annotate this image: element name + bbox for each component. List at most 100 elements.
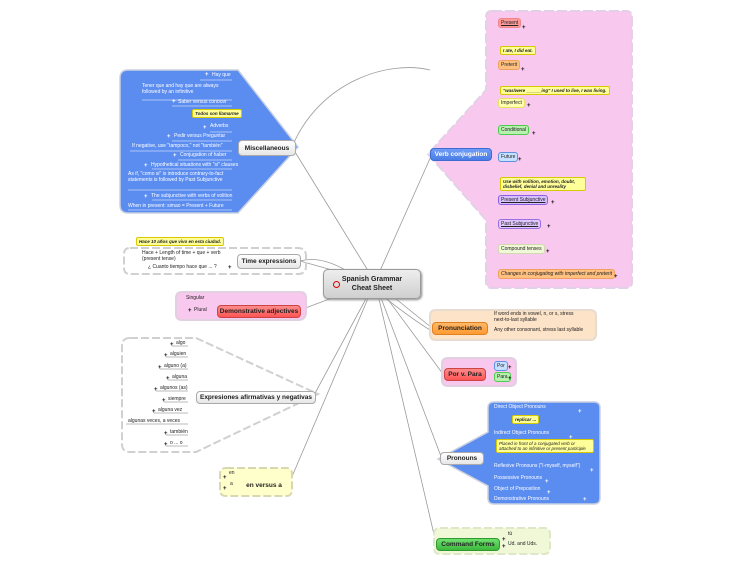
misc-item-simao[interactable]: When in present: simao = Present + Futur… [128,203,224,209]
expresiones-item[interactable]: algunos (as) [160,385,188,391]
expresiones-item[interactable]: alguna [172,374,188,380]
expresiones-item[interactable]: o ... o [170,440,183,446]
misc-item-pedir-preguntar[interactable]: Pedir versus Preguntar [174,133,226,139]
para-item[interactable]: Para [494,372,511,382]
expresiones-item[interactable]: alguno (a) [164,363,187,369]
expand-icon[interactable]: + [502,537,506,543]
misc-item-adverbs[interactable]: Adverbs [210,123,229,129]
a-item[interactable]: a [230,481,233,487]
time-note: Hace 10 años que vivo en esta ciudad. [136,237,225,247]
expand-icon[interactable]: + [203,125,207,131]
expand-icon[interactable]: + [205,72,209,78]
command-item-ud[interactable]: Ud. and Uds. [508,541,538,547]
expand-icon[interactable]: + [578,409,582,415]
pronouns-indirect-object[interactable]: Indirect Object Pronouns [494,430,550,436]
expand-icon[interactable]: + [551,200,555,206]
expand-icon[interactable]: + [545,479,549,485]
time-item-hace[interactable]: Hace + Length of time + que + verb (pres… [142,250,221,262]
expresiones-item[interactable]: algunas veces, a veces [128,418,180,424]
expand-icon[interactable]: + [228,265,232,271]
expresiones-item[interactable]: alguna vez [158,407,183,413]
misc-item-como-si[interactable]: As if, "como si" is introduce contrary-t… [128,171,224,183]
expand-icon[interactable]: + [188,308,192,314]
expand-icon[interactable]: + [508,365,512,371]
expand-icon[interactable]: + [518,157,522,163]
demonstrative-plural[interactable]: Plural [194,307,207,313]
expand-icon[interactable]: + [521,67,525,73]
en-item[interactable]: en [229,470,235,476]
verb-conjugation-node[interactable]: Verb conjugation [430,148,492,161]
command-item-tu[interactable]: tú [508,531,513,537]
verb-preterit[interactable]: Preterit [498,60,521,70]
pronouns-possessive[interactable]: Possessive Pronouns [494,475,543,481]
misc-item-si-clauses[interactable]: Hypothetical situations with "si" clause… [151,162,239,168]
verb-past-subjunctive[interactable]: Past Subjunctive [498,219,542,229]
time-expressions-node[interactable]: Time expressions [237,254,301,269]
expresiones-item[interactable]: siempre [168,396,186,402]
pronouns-node[interactable]: Pronouns [440,452,484,465]
verb-compound-tenses[interactable]: Compound tenses [498,244,545,254]
central-topic[interactable]: Spanish Grammar Cheat Sheet [323,269,421,299]
expresiones-item[interactable]: algo [176,340,186,346]
en-versus-a-node[interactable]: en versus a [240,480,288,491]
misc-item-tener-que[interactable]: Tener que and hay que are always followe… [142,83,219,95]
expand-icon[interactable]: + [164,431,168,437]
verb-conditional[interactable]: Conditional [498,125,530,135]
expand-icon[interactable]: + [502,544,506,550]
expand-icon[interactable]: + [173,153,177,159]
por-item[interactable]: Por [494,361,508,371]
expresiones-item[interactable]: también [170,429,188,435]
pronouns-direct-object[interactable]: Direct Object Pronouns [494,404,546,410]
expand-icon[interactable]: + [547,490,551,496]
demonstrative-singular[interactable]: Singular [186,295,205,301]
verb-present[interactable]: Present [498,18,522,28]
expand-icon[interactable]: + [614,274,618,280]
expand-icon[interactable]: + [162,398,166,404]
misc-item-hay-que[interactable]: Hay que [212,72,231,78]
misc-item-tampoco[interactable]: If negative, use "tampoco," not "también… [132,143,223,149]
expand-icon[interactable]: + [164,353,168,359]
expand-icon[interactable]: + [158,365,162,371]
verb-changes-imperfect-preterit[interactable]: Changes in conjugating with imperfect an… [498,269,616,279]
pronunciation-item-consonant[interactable]: Any other consonant, stress last syllabl… [494,327,584,333]
expand-icon[interactable]: + [166,376,170,382]
expand-icon[interactable]: + [522,25,526,31]
expresiones-item[interactable]: alguien [170,351,187,357]
verb-imperfect[interactable]: Imperfect [498,98,525,108]
pronouns-object-preposition[interactable]: Object of Preposition [494,486,541,492]
expand-icon[interactable]: + [527,103,531,109]
expand-icon[interactable]: + [546,249,550,255]
expand-icon[interactable]: + [154,387,158,393]
misc-item-saber-conocer[interactable]: Saber versus conocer [178,99,227,105]
expand-icon[interactable]: + [167,134,171,140]
pronunciation-node[interactable]: Pronunciation [432,322,488,335]
expand-icon[interactable]: + [590,468,594,474]
expand-icon[interactable]: + [223,475,227,481]
expand-icon[interactable]: + [223,486,227,492]
pronouns-demonstrative[interactable]: Demonstrative Pronouns [494,496,550,502]
misc-item-subjunctive-volition[interactable]: The subjunctive with verbs of volition [151,193,233,199]
verb-future[interactable]: Future [498,152,519,162]
expand-icon[interactable]: + [532,131,536,137]
pronouns-reflexive[interactable]: Reflexive Pronouns ("I-myself, myself") [494,463,581,469]
expand-icon[interactable]: + [583,497,587,503]
expand-icon[interactable]: + [547,224,551,230]
expand-icon[interactable]: + [170,342,174,348]
command-forms-node[interactable]: Command Forms [436,538,500,551]
por-para-node[interactable]: Por v. Para [444,368,486,381]
misc-item-haber[interactable]: Conjugation of haber [180,152,227,158]
expand-icon[interactable]: + [164,442,168,448]
expand-icon[interactable]: + [144,163,148,169]
expand-icon[interactable]: + [569,435,573,441]
time-item-cuanto[interactable]: ¿ Cuanto tiempo hace que ... ? [148,264,217,270]
expand-icon[interactable]: + [144,194,148,200]
expand-icon[interactable]: + [152,409,156,415]
miscellaneous-underlines [128,79,232,211]
miscellaneous-node[interactable]: Miscellaneous [238,140,296,156]
expand-icon[interactable]: + [508,376,512,382]
verb-present-subjunctive[interactable]: Present Subjunctive [498,195,549,205]
expresiones-node[interactable]: Expresiones afirmativas y negativas [196,391,316,404]
demonstrative-node[interactable]: Demonstrative adjectives [217,305,301,318]
pronunciation-item-vowel[interactable]: If word ends in vowel, n, or s, stress n… [494,311,574,323]
expand-icon[interactable]: + [172,99,176,105]
